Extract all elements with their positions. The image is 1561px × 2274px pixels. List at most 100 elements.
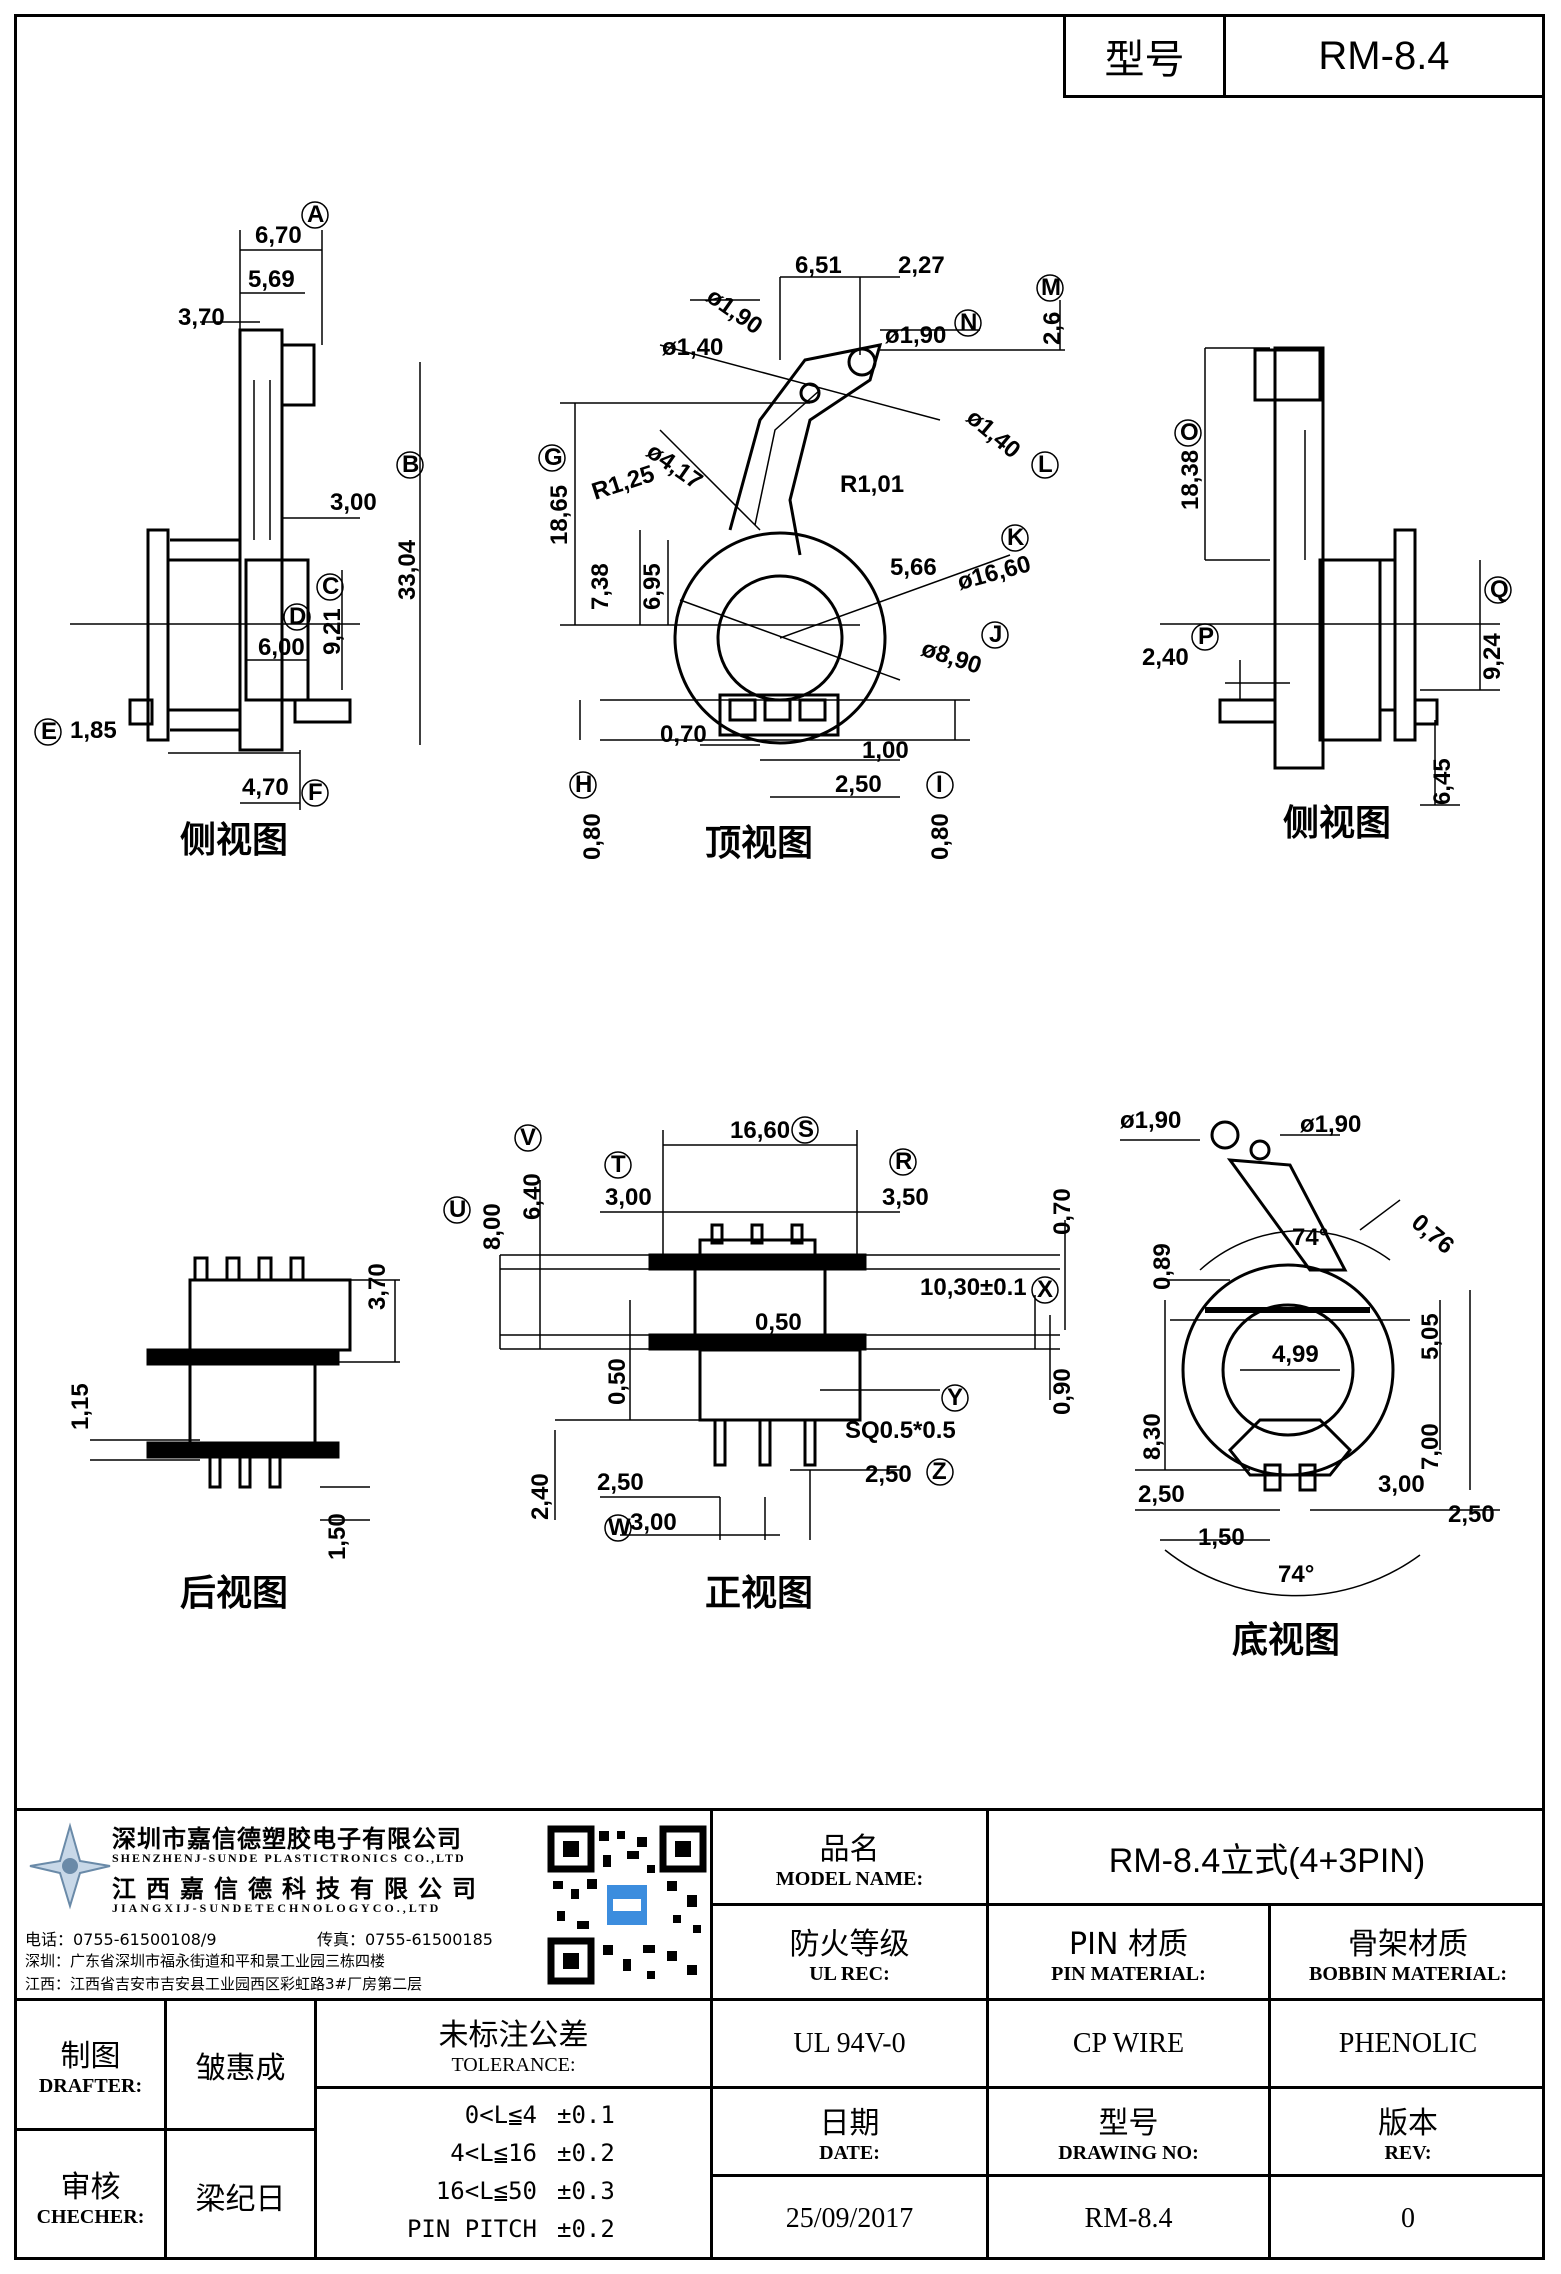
date-value: 25/09/2017 (785, 2202, 914, 2234)
front-view-dimlines (499, 1130, 1066, 1540)
dim-top-r1-25: R1,25 (589, 460, 658, 505)
mark-l: L (1038, 451, 1053, 478)
dim-sr-6-45: 6,45 (1429, 758, 1456, 805)
tol-value-3: ±0.3 (557, 2177, 615, 2205)
mark-s: S (798, 1116, 814, 1143)
dim-bot-2-50-a: 2,50 (1138, 1481, 1185, 1508)
tolerance-en: TOLERANCE: (451, 2054, 576, 2076)
company-address-1: 深圳：广东省深圳市福永街道和平和景工业园三栋四楼 (25, 1952, 386, 1970)
ul-en: UL REC: (809, 1962, 890, 1985)
dim-front-3-00: 3,00 (605, 1184, 652, 1211)
dim-bot-8-30: 8,30 (1139, 1413, 1166, 1460)
title-bottom-view: 底视图 (1232, 1620, 1340, 1661)
ul-label-cell: 防火等级 UL REC: (713, 1906, 989, 2001)
dim-top-0-70: 0,70 (660, 721, 707, 748)
dim-side-6-00: 6,00 (258, 634, 305, 661)
dim-bot-1-50: 1,50 (1198, 1524, 1245, 1551)
dim-top-1-00: 1,00 (862, 737, 909, 764)
header-model-label: 型号 (1104, 38, 1185, 82)
pin-value-cell: CP WIRE (989, 2001, 1271, 2089)
drafter-label-cell: 制图 DRAFTER: (17, 2001, 167, 2131)
tolerance-label-cell: 未标注公差 TOLERANCE: (317, 2001, 713, 2089)
model-name-label-cell: 品名 MODEL NAME: (713, 1811, 989, 1906)
drafter-en: DRAFTER: (38, 2075, 143, 2097)
dim-front-6-40: 6,40 (519, 1173, 546, 1220)
side-left-dim-texts: 6,70 5,69 3,70 3,00 6,00 9,21 33,04 1,85… (70, 222, 421, 801)
dim-side-3-70: 3,70 (178, 304, 225, 331)
dim-sr-2-40: 2,40 (1142, 644, 1189, 671)
tolerance-table: 0<L≦4 ±0.1 4<L≦16 ±0.2 16<L≦50 ±0.3 PIN … (317, 2089, 713, 2260)
back-view-dimlines (90, 1279, 400, 1521)
company-name-cn-2: 江西嘉信德科技有限公司 (112, 1875, 486, 1903)
model-name-value-cell: RM-8.4立式(4+3PIN) (989, 1811, 1545, 1906)
drafter-cn: 制图 (60, 2039, 121, 2074)
mark-x: X (1037, 1276, 1053, 1303)
dim-front-0-70: 0,70 (1049, 1188, 1076, 1235)
dim-bot-d1-90-a: ø1,90 (1120, 1107, 1181, 1134)
mark-j: J (989, 621, 1002, 648)
dim-front-8-00: 8,00 (479, 1203, 506, 1250)
checker-value-cell: 梁纪日 (167, 2131, 317, 2260)
top-marks: G H I J K L M N (538, 274, 1064, 799)
tolerance-cn: 未标注公差 (438, 2018, 589, 2053)
mark-e: E (41, 718, 57, 745)
company-block: 深圳市嘉信德塑胶电子有限公司 SHENZHENJ-SUNDE PLASTICTR… (17, 1811, 713, 2001)
bobbin-material-cn: 骨架材质 (1348, 1926, 1468, 1962)
company-name-en-2: JIANGXIJ-SUNDETECHNOLOGYCO.,LTD (112, 1901, 442, 1915)
mark-a: A (307, 201, 324, 228)
header-model-value-cell: RM-8.4 (1223, 14, 1545, 98)
header-model-value: RM-8.4 (1318, 33, 1450, 78)
title-top-view: 顶视图 (705, 823, 813, 864)
front-dim-texts: 16,60 6,40 3,00 3,50 0,70 8,00 10,30±0.1… (479, 1117, 1076, 1536)
dim-sr-9-24: 9,24 (1479, 633, 1506, 680)
dim-top-0-80-right: 0,80 (927, 813, 954, 860)
rev-en: REV: (1384, 2142, 1432, 2164)
dim-side-6-70: 6,70 (255, 222, 302, 249)
mark-u: U (449, 1196, 466, 1223)
dim-bot-d1-90-b: ø1,90 (1300, 1111, 1361, 1138)
dim-front-3-50: 3,50 (882, 1184, 929, 1211)
dim-side-5-69: 5,69 (248, 266, 295, 293)
mark-w: W (608, 1514, 631, 1541)
company-bottom-border (17, 1998, 713, 2001)
dim-front-10-30: 10,30±0.1 (920, 1274, 1027, 1301)
company-logo-icon (29, 1822, 111, 1910)
dim-back-1-50: 1,50 (324, 1513, 351, 1560)
tol-value-4: ±0.2 (557, 2215, 615, 2243)
mark-t: T (611, 1151, 626, 1178)
rev-label-cell: 版本 REV: (1271, 2089, 1545, 2177)
company-phone: 电话：0755-61500108/9 (25, 1930, 217, 1949)
ul-cn: 防火等级 (789, 1926, 910, 1962)
mark-m: M (1041, 274, 1061, 301)
bobbin-material-label-cell: 骨架材质 BOBBIN MATERIAL: (1271, 1906, 1545, 2001)
mark-b: B (402, 451, 419, 478)
mark-o: O (1180, 419, 1199, 446)
mark-k: K (1007, 524, 1025, 551)
dim-side-3-00: 3,00 (330, 489, 377, 516)
bottom-dim-texts: ø1,90 ø1,90 74° 0,76 0,89 5,05 4,99 8,30… (1120, 1107, 1495, 1588)
bobbin-material-value: PHENOLIC (1338, 2027, 1478, 2059)
dim-front-16-60: 16,60 (730, 1117, 790, 1144)
side-left-marks: A B C D E F (34, 201, 424, 807)
bobbin-value-cell: PHENOLIC (1271, 2001, 1545, 2089)
dim-bot-74-bottom: 74° (1278, 1561, 1314, 1588)
bottom-view-geometry (1181, 1120, 1395, 1492)
dim-top-2-50: 2,50 (835, 771, 882, 798)
title-block (14, 1808, 1545, 2260)
pin-material-en: PIN MATERIAL: (1051, 1962, 1206, 1985)
dim-top-7-38: 7,38 (587, 563, 614, 610)
dim-side-1-85: 1,85 (70, 717, 117, 744)
tol-value-1: ±0.1 (557, 2101, 615, 2129)
mark-q: Q (1490, 576, 1509, 603)
top-dim-texts: 6,51 2,27 ø1,90 ø1,40 ø1,90 2,6 ø1,40 18… (546, 252, 1066, 860)
drawing-frame (14, 14, 1545, 2260)
pin-material-value: CP WIRE (1072, 2027, 1185, 2059)
mark-v: V (520, 1124, 536, 1151)
mark-i: I (936, 771, 943, 798)
side-right-marks: O P Q (1174, 419, 1512, 651)
back-dim-texts: 3,70 1,15 1,50 (67, 1263, 391, 1560)
company-name-en-1: SHENZHENJ-SUNDE PLASTICTRONICS CO.,LTD (112, 1851, 466, 1865)
side-right-dim-texts: 18,38 9,24 2,40 6,45 (1142, 450, 1506, 805)
dim-top-18-65: 18,65 (546, 485, 573, 545)
date-label-cell: 日期 DATE: (713, 2089, 989, 2177)
